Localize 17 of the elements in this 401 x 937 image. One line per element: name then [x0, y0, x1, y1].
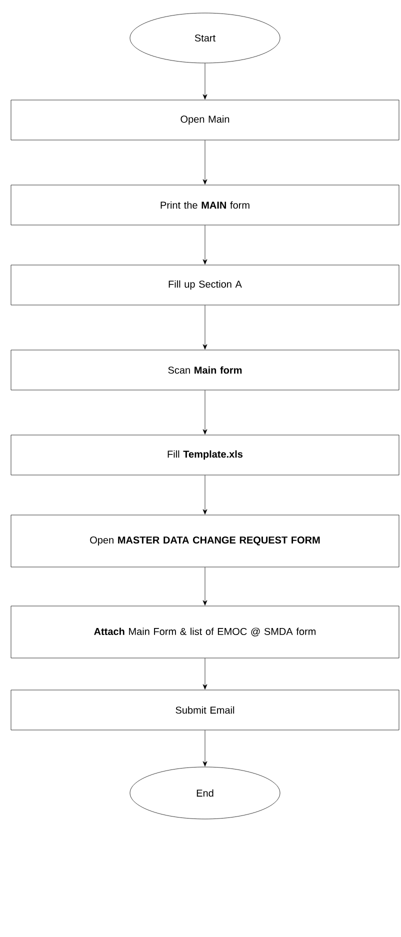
process-box: Submit Email [10, 690, 400, 730]
arrow [202, 63, 208, 100]
process-box: Attach Main Form & list of EMOC @ SMDA form [10, 606, 400, 658]
arrow [202, 567, 208, 606]
arrow [202, 730, 208, 766]
process-box: Open MASTER DATA CHANGE REQUEST FORM [10, 514, 400, 568]
process-box: Fill Template.xls [10, 434, 400, 476]
arrow [202, 140, 208, 184]
arrow [202, 390, 208, 434]
arrow [202, 658, 208, 690]
arrow [202, 305, 208, 350]
process-box: Open Main [10, 100, 400, 140]
arrow [202, 475, 208, 514]
process-box: Print the MAIN form [10, 184, 400, 226]
arrow [202, 225, 208, 264]
process-box: Fill up Section A [10, 264, 400, 306]
process-box: Scan Main form [10, 350, 400, 390]
